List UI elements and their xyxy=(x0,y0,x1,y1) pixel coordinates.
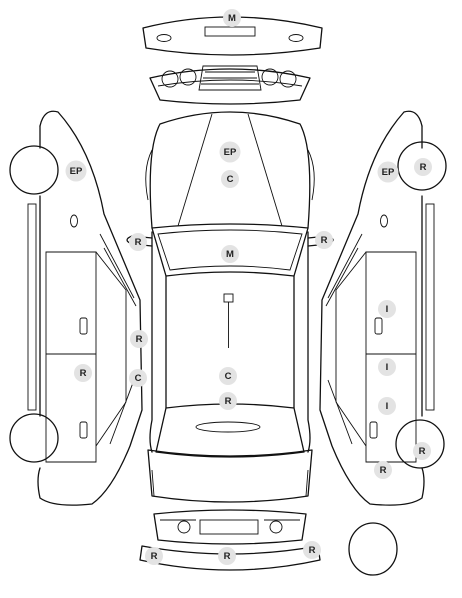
damage-marker-badge xyxy=(377,161,399,183)
damage-marker-code: EP xyxy=(224,147,237,158)
damage-marker-code: M xyxy=(226,249,234,260)
damage-marker-right-rear-door-2[interactable]: I xyxy=(378,397,396,415)
damage-marker-badge xyxy=(65,160,87,182)
damage-marker-badge xyxy=(74,364,92,382)
damage-marker-badge xyxy=(223,9,241,27)
right-side-panel[interactable] xyxy=(319,110,447,506)
damage-marker-code: EP xyxy=(70,166,83,177)
damage-marker-front-bumper[interactable]: M xyxy=(223,9,241,27)
damage-marker-code: R xyxy=(136,334,143,345)
damage-marker-badge xyxy=(315,231,333,249)
damage-marker-badge xyxy=(221,245,239,263)
damage-marker-code: R xyxy=(309,545,316,556)
damage-marker-right-rear-door-1[interactable]: I xyxy=(378,358,396,376)
damage-marker-badge xyxy=(129,233,147,251)
rear-bumper-part[interactable] xyxy=(139,545,321,571)
damage-marker-badge xyxy=(378,358,396,376)
rear-fascia-part[interactable] xyxy=(153,509,307,545)
front-bumper-part[interactable] xyxy=(142,16,323,56)
damage-marker-roof-r[interactable]: R xyxy=(219,392,237,410)
front-fascia-part[interactable] xyxy=(149,65,311,105)
damage-marker-badge xyxy=(145,547,163,565)
damage-marker-left-fender[interactable]: EP xyxy=(65,160,87,182)
left-side-panel[interactable] xyxy=(9,110,143,506)
damage-marker-code: EP xyxy=(382,167,395,178)
damage-marker-code: R xyxy=(224,551,231,562)
damage-marker-rear-bumper-center[interactable]: R xyxy=(218,547,236,565)
car-body-top-view[interactable] xyxy=(145,111,315,503)
damage-marker-code: I xyxy=(386,304,389,315)
damage-marker-right-quarter[interactable]: R xyxy=(374,461,392,479)
damage-marker-left-rear-door[interactable]: R xyxy=(74,364,92,382)
damage-marker-right-front-wheel[interactable]: R xyxy=(414,158,432,176)
damage-marker-badge xyxy=(218,547,236,565)
damage-marker-right-fender-ep[interactable]: EP xyxy=(377,161,399,183)
damage-marker-code: I xyxy=(386,401,389,412)
damage-marker-right-mirror[interactable]: R xyxy=(315,231,333,249)
damage-marker-badge xyxy=(219,141,241,163)
damage-marker-right-rear-wheel[interactable]: R xyxy=(413,442,431,460)
damage-marker-badge xyxy=(374,461,392,479)
damage-marker-code: R xyxy=(420,162,427,173)
damage-markers: M EP C M C R R R EP R C R EP R I I I R R R R R xyxy=(65,9,432,565)
damage-marker-badge xyxy=(219,392,237,410)
damage-marker-badge xyxy=(378,300,396,318)
damage-marker-left-mirror[interactable]: R xyxy=(129,233,147,251)
spare-wheel[interactable] xyxy=(348,522,398,576)
damage-marker-code: C xyxy=(227,174,234,185)
damage-marker-code: C xyxy=(225,371,232,382)
damage-marker-badge xyxy=(219,367,237,385)
damage-marker-badge xyxy=(303,541,321,559)
damage-marker-code: R xyxy=(135,237,142,248)
damage-marker-roof-c[interactable]: C xyxy=(219,367,237,385)
damage-marker-code: I xyxy=(386,362,389,373)
damage-marker-code: R xyxy=(380,465,387,476)
damage-marker-hood-c[interactable]: C xyxy=(221,170,239,188)
damage-marker-badge xyxy=(129,369,147,387)
damage-marker-left-pillar-c[interactable]: C xyxy=(129,369,147,387)
damage-marker-code: R xyxy=(419,446,426,457)
damage-marker-code: R xyxy=(151,551,158,562)
damage-marker-badge xyxy=(414,158,432,176)
damage-marker-badge xyxy=(378,397,396,415)
damage-marker-code: R xyxy=(225,396,232,407)
damage-marker-badge xyxy=(221,170,239,188)
damage-marker-code: R xyxy=(321,235,328,246)
damage-marker-code: M xyxy=(228,13,236,24)
damage-marker-windshield[interactable]: M xyxy=(221,245,239,263)
damage-marker-code: R xyxy=(80,368,87,379)
damage-marker-left-pillar-r[interactable]: R xyxy=(130,330,148,348)
damage-marker-code: C xyxy=(135,373,142,384)
damage-marker-rear-bumper-left[interactable]: R xyxy=(145,547,163,565)
damage-marker-hood-ep[interactable]: EP xyxy=(219,141,241,163)
damage-marker-right-front-door[interactable]: I xyxy=(378,300,396,318)
damage-marker-badge xyxy=(413,442,431,460)
damage-marker-rear-bumper-right[interactable]: R xyxy=(303,541,321,559)
damage-marker-badge xyxy=(130,330,148,348)
